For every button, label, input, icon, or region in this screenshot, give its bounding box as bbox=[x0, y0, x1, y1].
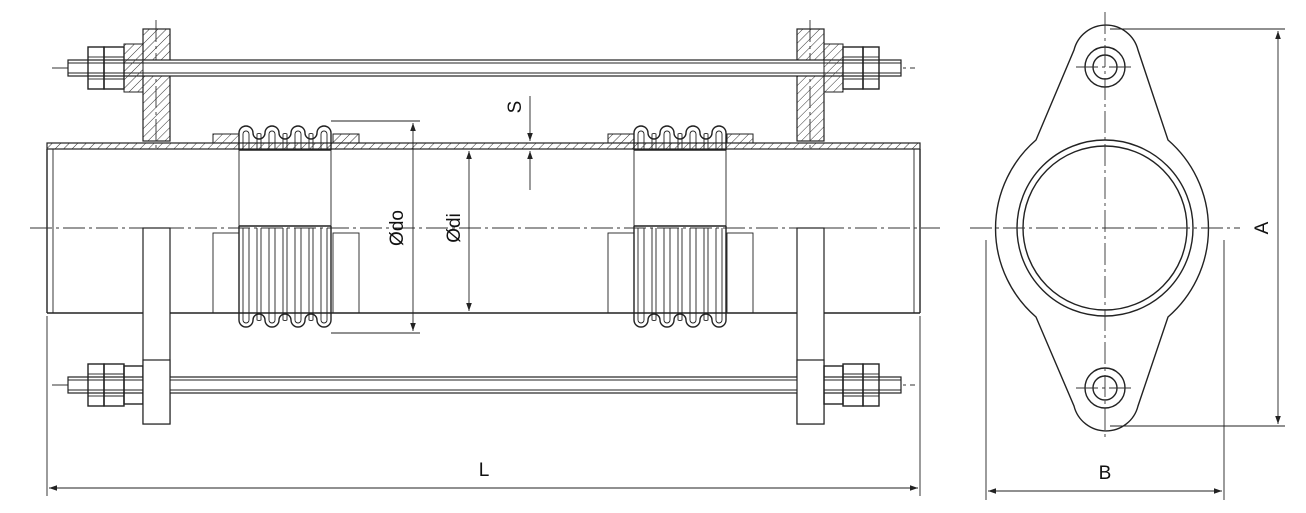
label-b: B bbox=[1099, 463, 1112, 484]
bottom-tie-rod bbox=[67, 359, 902, 425]
label-do: Ødo bbox=[387, 210, 408, 246]
label-di: Ødi bbox=[444, 213, 465, 243]
dimension-do bbox=[331, 120, 420, 334]
top-tie-rod bbox=[67, 43, 902, 93]
dimension-a bbox=[1110, 28, 1285, 427]
flange-outline bbox=[994, 24, 1210, 432]
label-l: L bbox=[479, 460, 490, 481]
right-bellows bbox=[607, 125, 754, 328]
front-view: A B bbox=[970, 12, 1285, 500]
label-s: S bbox=[505, 101, 526, 114]
main-pipe bbox=[46, 142, 921, 314]
dimension-b bbox=[985, 240, 1225, 500]
left-bellows bbox=[212, 125, 360, 328]
side-view: Ødo Ødi S L bbox=[30, 20, 940, 496]
dimension-l bbox=[46, 316, 921, 496]
label-a: A bbox=[1252, 221, 1273, 234]
dimension-s bbox=[522, 96, 540, 190]
